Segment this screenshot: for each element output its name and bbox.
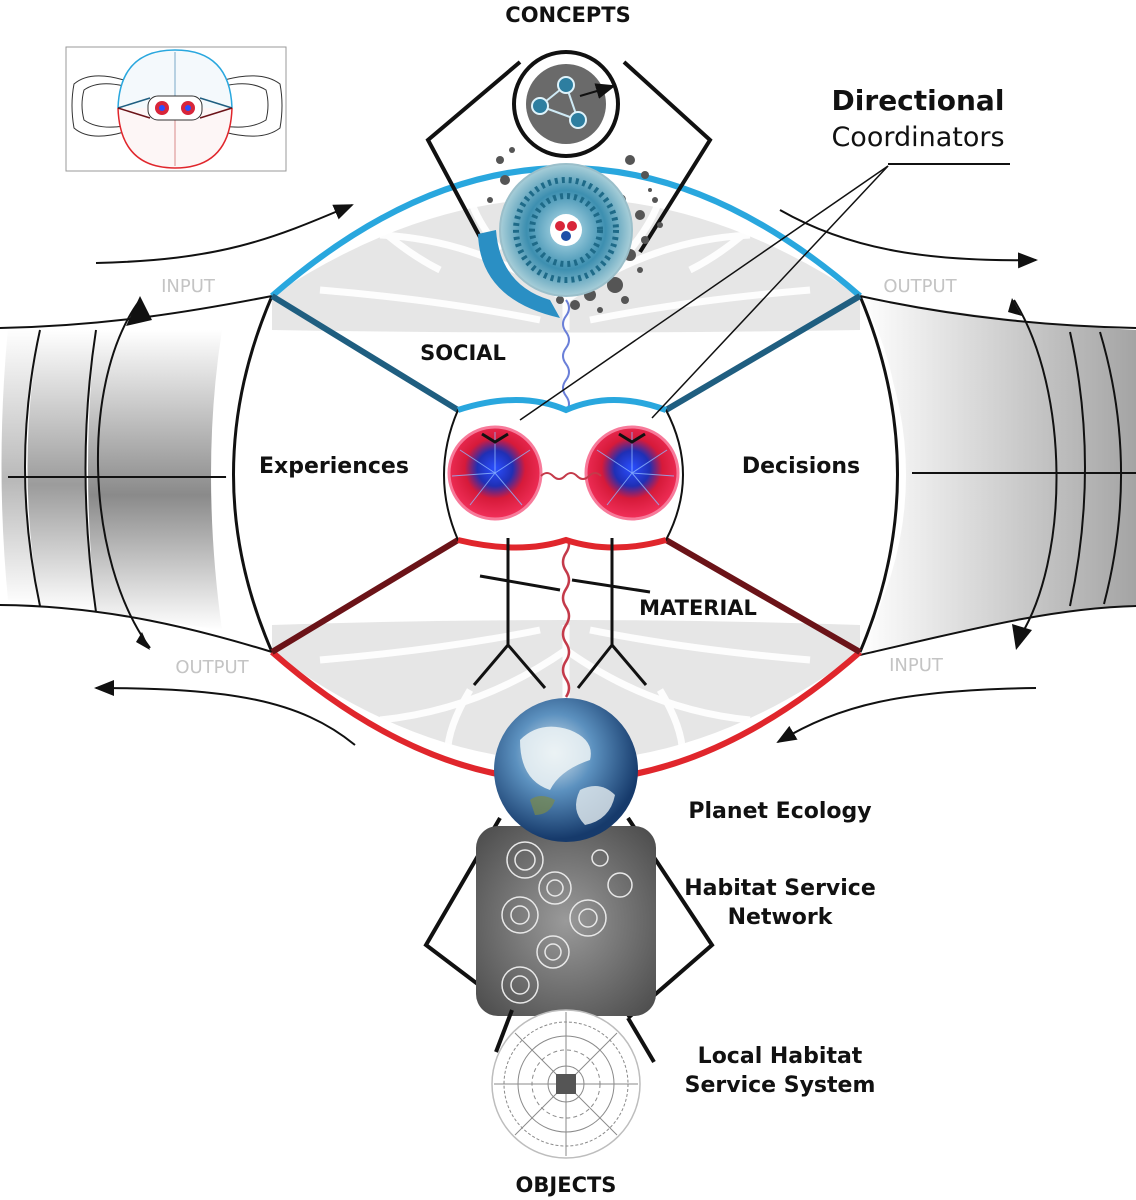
habitat-network-icon [476, 826, 656, 1016]
material-label: MATERIAL [639, 596, 757, 620]
local-system-label-1: Local Habitat [698, 1044, 863, 1069]
social-sphere-icon [478, 163, 633, 318]
input-right-label: INPUT [889, 655, 944, 676]
planet-ecology-label: Planet Ecology [688, 799, 871, 824]
thumbnail-overview-icon [65, 46, 287, 172]
habitat-network-label-1: Habitat Service [684, 876, 876, 901]
directional-label: Directional [832, 84, 1005, 117]
coordinators-label: Coordinators [831, 122, 1004, 153]
blue-helix [562, 299, 570, 413]
concepts-frame [425, 60, 713, 254]
input-left-label: INPUT [161, 276, 216, 297]
objects-label: OBJECTS [516, 1173, 617, 1197]
concepts-label: CONCEPTS [505, 3, 630, 27]
brain-sphere-icon [584, 425, 680, 521]
material-structure [472, 538, 651, 689]
output-left-label: OUTPUT [175, 657, 249, 678]
red-helix [561, 534, 571, 698]
habitat-network-label-2: Network [728, 905, 834, 930]
experiences-label: Experiences [259, 454, 409, 479]
directional-pointers [519, 163, 1010, 421]
output-right-label: OUTPUT [883, 276, 957, 297]
left-wing [0, 295, 273, 655]
right-wing [859, 295, 1136, 656]
local-system-label-2: Service System [685, 1073, 876, 1098]
social-label: SOCIAL [420, 341, 506, 365]
brain-sphere-icon [447, 425, 543, 521]
brain-capsule [443, 397, 684, 551]
habitat-system-icon [491, 1009, 641, 1159]
objects-lines [494, 1009, 656, 1064]
decisions-label: Decisions [742, 454, 860, 479]
concept-network-icon [512, 50, 620, 158]
earth-globe-icon [494, 698, 638, 842]
flow-arrows [94, 204, 1038, 746]
